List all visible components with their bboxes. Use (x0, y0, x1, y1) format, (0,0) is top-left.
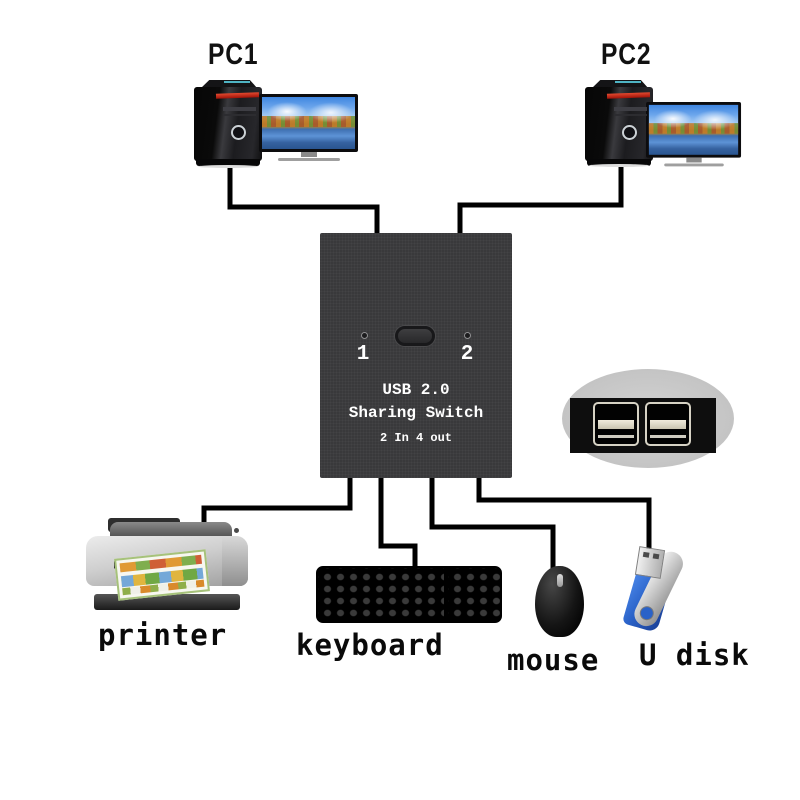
usb-ports-plate (570, 398, 716, 453)
usb-port-pair-2 (645, 402, 691, 446)
shadow (589, 164, 649, 167)
led-indicator-1 (361, 332, 368, 339)
tower-front-panel (194, 87, 262, 161)
usb-drive-connector (634, 546, 666, 579)
mouse-icon (535, 566, 584, 637)
shadow (198, 165, 258, 168)
tower-glint (615, 81, 641, 83)
switch-to-keyboard (378, 476, 418, 570)
tower-base (196, 159, 260, 166)
usb-connector-slot (652, 553, 660, 560)
tower-glint (224, 81, 250, 83)
monitor-stand-base (663, 163, 724, 167)
udisk-label: U disk (639, 638, 750, 672)
pc2-tower-icon (585, 80, 653, 166)
port-1-number: 1 (356, 343, 370, 366)
led-indicator-2 (464, 332, 471, 339)
usb-drive-clip-hole (637, 603, 657, 623)
tower-top-face (200, 80, 258, 89)
keyboard-section-divider (443, 568, 448, 621)
tower-front-panel (585, 87, 653, 161)
usb-connector-slot (642, 551, 650, 558)
tower-drive-slot (613, 107, 647, 111)
printer-icon (86, 518, 248, 610)
switch-subtitle: Sharing Switch (348, 404, 484, 422)
monitor-stand-neck (300, 152, 317, 157)
pc1-to-switch (227, 164, 380, 236)
tower-drive-slot-2 (222, 114, 256, 116)
usb-ports-callout (562, 369, 734, 468)
switch-title: USB 2.0 (382, 381, 450, 399)
monitor-stand-neck (685, 157, 702, 163)
monitor-screen (259, 94, 358, 152)
usb-tongue (650, 420, 686, 429)
printer-paper (114, 549, 210, 601)
switch-caption: 2 In 4 out (379, 431, 452, 445)
switch-to-mouse (429, 476, 556, 576)
pc1-monitor-icon (259, 94, 358, 164)
monitor-wallpaper (262, 97, 355, 149)
pc2-monitor-icon (646, 102, 742, 169)
tower-power-button (230, 124, 246, 140)
switch-text-block: USB 2.0 Sharing Switch 2 In 4 out (320, 380, 512, 446)
usb-port-pair-1 (593, 402, 639, 446)
mouse-label: mouse (507, 643, 600, 677)
tower-drive-slot-2 (613, 114, 647, 116)
tower-base (587, 159, 651, 166)
printer-button (234, 528, 239, 533)
pc2-to-switch (457, 162, 624, 236)
usb-switch-device: 1 2 USB 2.0 Sharing Switch 2 In 4 out (320, 233, 512, 478)
monitor-screen (646, 102, 742, 158)
keyboard-icon (316, 566, 502, 623)
switch-to-printer (201, 476, 353, 522)
monitor-stand-base (277, 158, 340, 161)
usb-tongue-2 (650, 435, 686, 438)
monitor-wallpaper (648, 104, 739, 155)
usb-drive-icon (621, 546, 702, 640)
printer-base (94, 594, 240, 610)
mouse-scroll-wheel (556, 574, 563, 587)
usb-tongue (598, 420, 634, 429)
switch-to-udisk (476, 476, 652, 556)
pc2-label: PC2 (601, 38, 652, 71)
printer-label: printer (98, 618, 228, 652)
tower-drive-slot (222, 107, 256, 111)
printer-lid (110, 522, 232, 540)
pc1-label: PC1 (208, 38, 259, 71)
pc1-tower-icon (194, 80, 262, 166)
keyboard-label: keyboard (296, 628, 444, 662)
printer-side-panel (222, 536, 248, 586)
tower-top-face (591, 80, 649, 89)
switch-select-button (395, 326, 435, 346)
port-2-number: 2 (460, 343, 474, 366)
usb-tongue-2 (598, 435, 634, 438)
tower-power-button (621, 124, 637, 140)
